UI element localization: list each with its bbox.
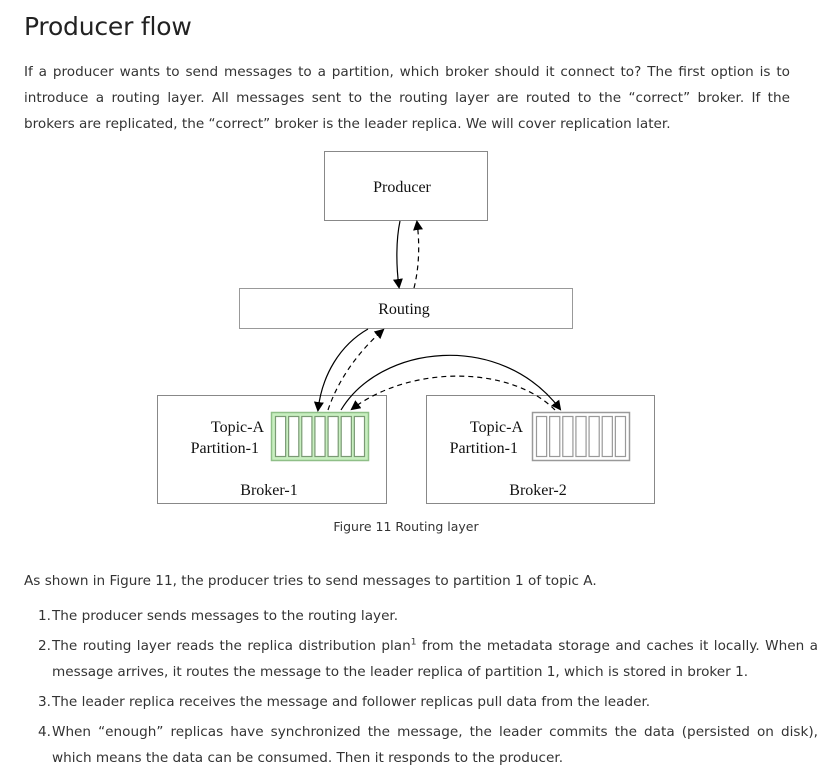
arrow-routing-to-leader [313, 328, 369, 412]
list-text: The producer sends messages to the routi… [52, 608, 399, 624]
section-heading: Producer flow [24, 12, 192, 41]
routing-node: Routing [239, 288, 573, 329]
list-text: When “enough” replicas have synchronized… [52, 724, 818, 766]
intro-paragraph: If a producer wants to send messages to … [24, 64, 790, 132]
list-number: 3. [38, 694, 51, 710]
steps-list: 1.The producer sends messages to the rou… [24, 603, 818, 775]
producer-label: Producer [373, 179, 431, 196]
routing-label: Routing [378, 301, 430, 318]
partition-slot [314, 415, 326, 458]
partition-slot [588, 415, 600, 458]
arrow-routing-to-producer-ack [413, 220, 423, 289]
broker-2-topic-label: Topic-A [470, 419, 524, 436]
broker-1-topic-label: Topic-A [211, 419, 265, 436]
partition-slot [288, 415, 300, 458]
partition-slot [353, 415, 366, 458]
list-item: 4.When “enough” replicas have synchroniz… [38, 719, 818, 771]
broker-1-partition-label: Partition-1 [191, 440, 259, 457]
arrow-follower-pull-request [340, 354, 562, 411]
follower-partition [531, 411, 631, 462]
partition-slot [274, 415, 287, 458]
broker-2-node: Topic-A Partition-1 Broker-2 [426, 395, 655, 504]
arrow-leader-data-response [350, 375, 556, 411]
leader-partition [270, 411, 370, 462]
figure-caption: Figure 11 Routing layer [333, 519, 479, 534]
broker-1-label: Broker-1 [240, 482, 297, 499]
producer-node: Producer [324, 151, 488, 221]
lead-paragraph: As shown in Figure 11, the producer trie… [24, 573, 597, 589]
list-item: 3.The leader replica receives the messag… [38, 689, 818, 715]
partition-slot [327, 415, 339, 458]
broker-2-label: Broker-2 [509, 482, 566, 499]
list-text: The leader replica receives the message … [52, 694, 651, 710]
partition-slot [614, 415, 627, 458]
partition-slot [575, 415, 587, 458]
partition-slot [340, 415, 352, 458]
list-number: 1. [38, 608, 51, 624]
list-item: 2.The routing layer reads the replica di… [38, 633, 818, 685]
partition-slot [535, 415, 548, 458]
broker-2-partition-label: Partition-1 [450, 440, 518, 457]
routing-layer-diagram: Producer Routing Topic-A Partition-1 Bro… [157, 151, 655, 504]
list-number: 4. [38, 724, 51, 740]
list-item: 1.The producer sends messages to the rou… [38, 603, 818, 629]
list-text: The routing layer reads the replica dist… [52, 638, 411, 654]
arrow-leader-to-routing-ack [327, 328, 385, 411]
partition-slot [562, 415, 574, 458]
partition-slot [301, 415, 313, 458]
arrow-producer-to-routing [392, 220, 403, 289]
partition-slot [601, 415, 613, 458]
list-text: from the metadata storage and caches it … [52, 638, 818, 680]
partition-slot [549, 415, 561, 458]
list-number: 2. [38, 638, 51, 654]
footnote-ref[interactable]: 1 [410, 637, 417, 648]
broker-1-node: Topic-A Partition-1 Broker-1 [157, 395, 387, 504]
